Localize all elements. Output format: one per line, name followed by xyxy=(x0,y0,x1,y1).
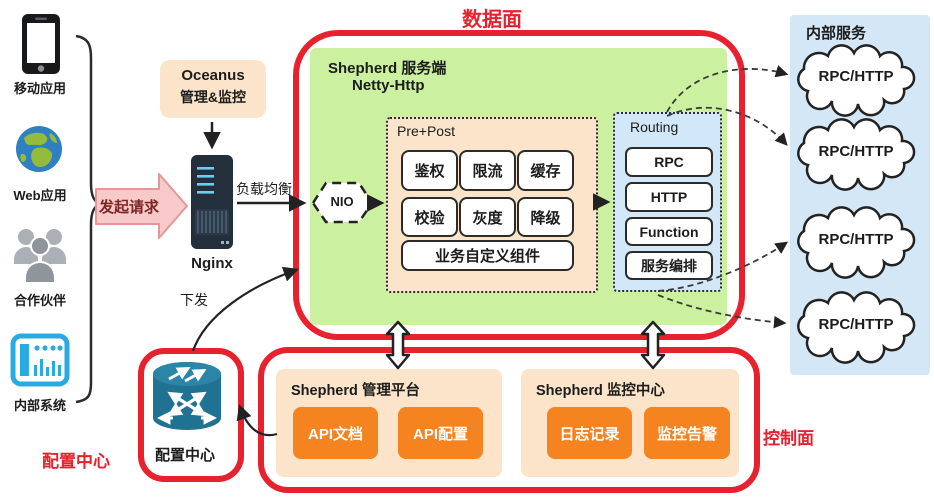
source-label-mobile: 移动应用 xyxy=(13,81,66,96)
mgmt-platform-title: Shepherd 管理平台 xyxy=(291,383,420,399)
monitor-center-title: Shepherd 监控中心 xyxy=(536,383,665,399)
prepost-cache-button: 缓存 xyxy=(517,150,574,191)
oceanus-line1: Oceanus xyxy=(181,67,245,84)
control-plane-title: 控制面 xyxy=(763,429,814,448)
internal-system-icon xyxy=(10,333,70,392)
oceanus-line2: 管理&监控 xyxy=(179,89,247,105)
request-arrow-label: 发起请求 xyxy=(98,199,159,216)
config-center-label: 配置中心 xyxy=(154,447,215,464)
load-balance-label: 负载均衡 xyxy=(236,181,292,197)
source-label-web: Web应用 xyxy=(13,188,67,203)
api-config-button: API配置 xyxy=(398,407,483,459)
cloud-label-1: RPC/HTTP xyxy=(818,68,894,85)
prepost-degrade-button: 降级 xyxy=(517,197,574,237)
routing-rpc-button: RPC xyxy=(625,147,713,177)
prepost-ratelimit-button: 限流 xyxy=(459,150,516,191)
oceanus-box xyxy=(160,60,266,118)
source-label-partner: 合作伙伴 xyxy=(13,293,66,308)
routing-title: Routing xyxy=(630,119,679,135)
sources-brace xyxy=(75,34,102,404)
data-plane-title: 数据面 xyxy=(462,9,522,31)
nginx-server-icon xyxy=(189,153,235,256)
prepost-custom-button: 业务自定义组件 xyxy=(401,240,574,271)
config-center-outer-label: 配置中心 xyxy=(42,452,110,471)
internal-services-title: 内部服务 xyxy=(806,25,867,42)
phone-icon xyxy=(20,12,62,81)
routing-http-button: HTTP xyxy=(625,182,713,212)
server-title-line1: Shepherd 服务端 xyxy=(328,60,447,77)
prepost-validate-button: 校验 xyxy=(401,197,458,237)
source-label-internal: 内部系统 xyxy=(13,398,66,413)
cloud-label-2: RPC/HTTP xyxy=(818,143,894,160)
globe-icon xyxy=(14,124,64,179)
config-distribute-arrow xyxy=(191,266,299,352)
distribute-label: 下发 xyxy=(180,292,208,308)
prepost-auth-button: 鉴权 xyxy=(401,150,458,191)
api-doc-button: API文档 xyxy=(293,407,378,459)
cloud-label-3: RPC/HTTP xyxy=(818,231,894,248)
prepost-gray-button: 灰度 xyxy=(459,197,516,237)
routing-function-button: Function xyxy=(625,217,713,246)
config-switch-icon xyxy=(147,356,227,449)
cloud-label-4: RPC/HTTP xyxy=(818,316,894,333)
nginx-label: Nginx xyxy=(191,255,233,272)
server-title-line2: Netty-Http xyxy=(352,77,425,94)
nio-label: NIO xyxy=(330,194,354,209)
routing-orchestration-button: 服务编排 xyxy=(625,251,713,280)
log-record-button: 日志记录 xyxy=(547,407,632,459)
prepost-title: Pre+Post xyxy=(397,123,455,139)
partners-icon xyxy=(13,226,67,291)
monitor-alert-button: 监控告警 xyxy=(644,407,730,459)
